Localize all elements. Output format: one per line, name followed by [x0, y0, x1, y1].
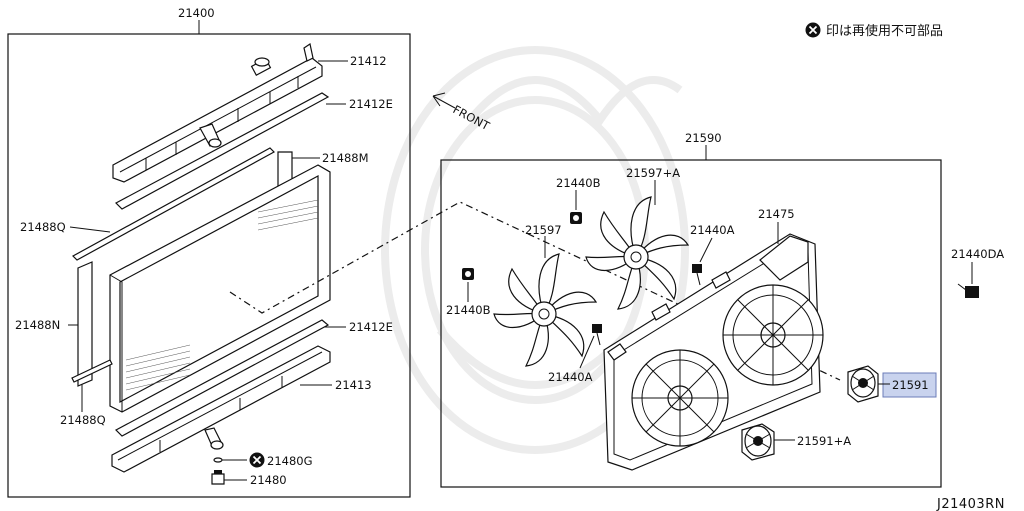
radiator-core[interactable]: [109, 164, 331, 413]
nut-21440B-left[interactable]: [462, 268, 474, 280]
drain-plug[interactable]: [211, 470, 225, 485]
fan-blade-21597A[interactable]: [585, 196, 690, 310]
label-21591A[interactable]: 21591+A: [797, 434, 851, 448]
label-21413[interactable]: 21413: [335, 378, 372, 392]
label-21400[interactable]: 21400: [178, 6, 215, 20]
nut-21440B-top[interactable]: [570, 212, 582, 224]
label-21412E-bottom[interactable]: 21412E: [349, 320, 393, 334]
bottom-gasket[interactable]: [115, 319, 330, 437]
label-21440A-bottom[interactable]: 21440A: [548, 370, 593, 384]
label-21475[interactable]: 21475: [758, 207, 795, 221]
non-reusable-note: 印は再使用不可部品: [805, 22, 943, 39]
bolt-21440A-bottom[interactable]: [592, 324, 602, 346]
label-21597A[interactable]: 21597+A: [626, 166, 680, 180]
seal-strip-21488Q-top[interactable]: [72, 147, 275, 261]
fan-assembly-frame: [440, 159, 942, 488]
label-21480G[interactable]: 21480G: [267, 454, 313, 468]
label-21591[interactable]: 21591: [892, 378, 929, 392]
label-21488M[interactable]: 21488M: [322, 151, 369, 165]
lower-tank[interactable]: [111, 345, 331, 473]
label-21590[interactable]: 21590: [685, 131, 722, 145]
highlight-21591: [882, 372, 937, 398]
label-21488Q-bottom[interactable]: 21488Q: [60, 413, 106, 427]
label-21597[interactable]: 21597: [525, 223, 562, 237]
bolt-21440A-top[interactable]: [692, 264, 702, 286]
top-gasket[interactable]: [115, 92, 330, 210]
fan-motor-21591A[interactable]: [741, 423, 775, 461]
drain-oring[interactable]: [213, 457, 223, 463]
fan-shroud[interactable]: [603, 233, 824, 471]
label-21480[interactable]: 21480: [250, 473, 287, 487]
label-21440B-top[interactable]: 21440B: [556, 176, 601, 190]
label-21440B-left[interactable]: 21440B: [446, 303, 491, 317]
label-21488N[interactable]: 21488N: [15, 318, 60, 332]
upper-tank[interactable]: [112, 43, 323, 183]
side-strip-21488N[interactable]: [77, 261, 93, 387]
fan-motor-21591[interactable]: [847, 365, 879, 403]
radiator-assembly-frame: [7, 33, 411, 498]
bolt-21440DA[interactable]: [957, 283, 979, 298]
diagram-code: J21403RN: [936, 497, 1005, 511]
label-21412[interactable]: 21412: [350, 54, 387, 68]
label-21488Q-top[interactable]: 21488Q: [20, 220, 66, 234]
label-21440DA[interactable]: 21440DA: [951, 247, 1004, 261]
label-21440A-top[interactable]: 21440A: [690, 223, 735, 237]
fan-blade-21597[interactable]: [493, 253, 598, 367]
seal-strip-21488Q-bottom[interactable]: [71, 359, 113, 383]
label-21412E-top[interactable]: 21412E: [349, 97, 393, 111]
note-text: 印は再使用不可部品: [826, 23, 943, 39]
assembly-center-line: [229, 201, 841, 381]
